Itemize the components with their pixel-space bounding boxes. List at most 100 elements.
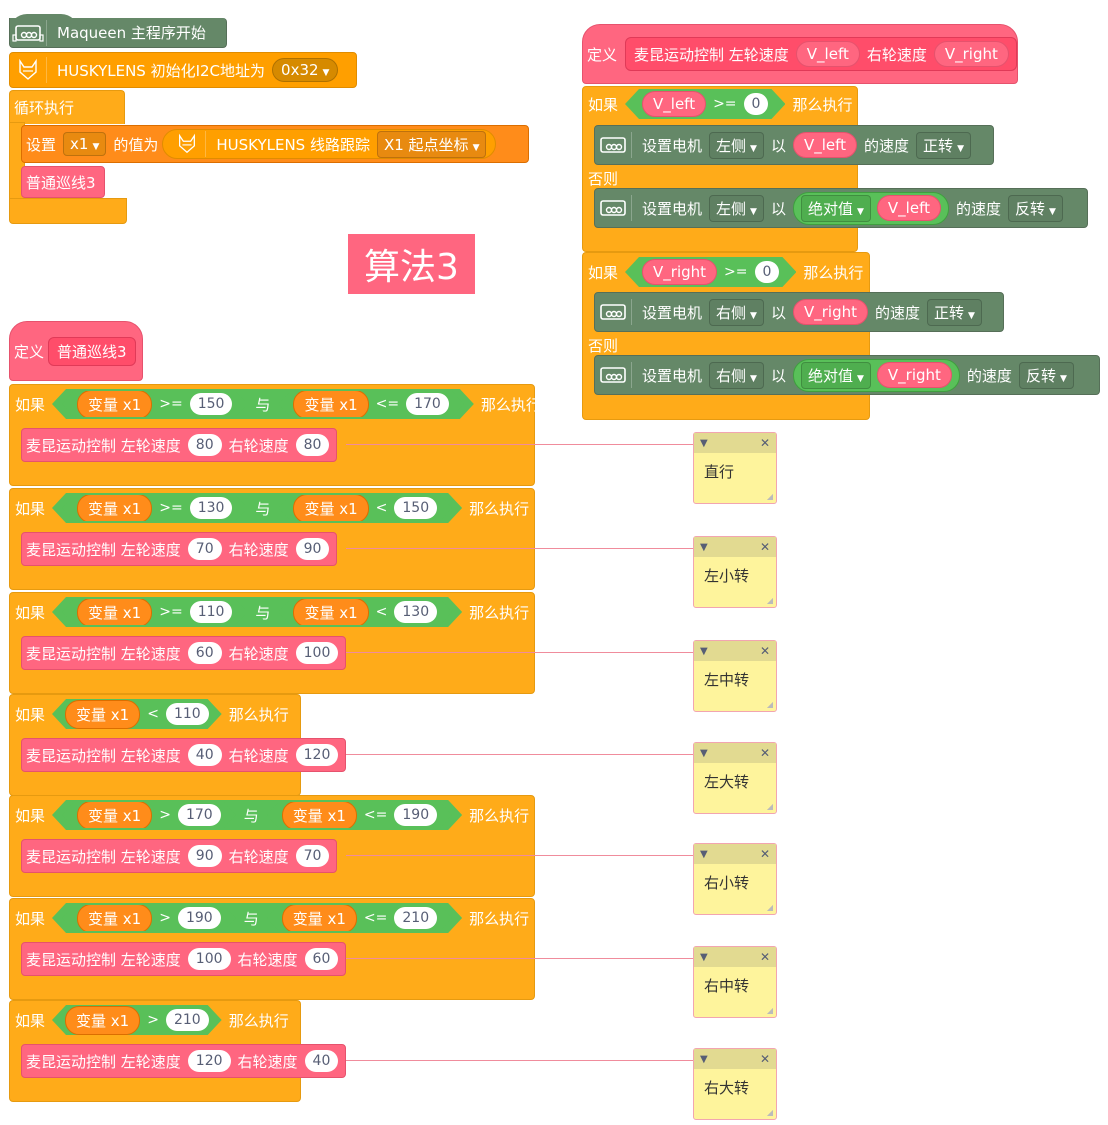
direction-dropdown[interactable]: 正转▼ (927, 298, 982, 326)
threshold-1[interactable]: 150 (190, 393, 233, 415)
set-variable-block[interactable]: 设置 x1▼ 的值为 HUSKYLENS 线路跟踪 X1 起点坐标▼ (21, 125, 529, 163)
variable-x1-reporter[interactable]: 变量 x1 (77, 390, 152, 419)
husky-init-block[interactable]: HUSKYLENS 初始化I2C地址为 0x32▼ (9, 52, 357, 88)
collapse-icon[interactable]: ▼ (700, 951, 708, 963)
comparison-2[interactable]: 变量 x1 < 130 (278, 599, 452, 625)
variable-x1-reporter[interactable]: 变量 x1 (77, 801, 152, 830)
threshold-2[interactable]: 190 (394, 804, 437, 826)
abs-dropdown[interactable]: 绝对值▼ (800, 361, 871, 389)
direction-dropdown[interactable]: 反转▼ (1007, 194, 1063, 222)
threshold-1[interactable]: 110 (190, 601, 233, 623)
close-icon[interactable]: ✕ (759, 436, 770, 450)
comment-text[interactable]: 右大转 (704, 1079, 750, 1097)
comparison-1[interactable]: 变量 x1 >= 150 (62, 391, 247, 417)
comparison-1[interactable]: 变量 x1 >= 110 (62, 599, 247, 625)
direction-dropdown[interactable]: 反转▼ (1018, 361, 1074, 389)
left-speed-input[interactable]: 80 (187, 434, 222, 456)
collapse-icon[interactable]: ▼ (700, 747, 708, 759)
variable-x1-reporter[interactable]: 变量 x1 (77, 598, 152, 627)
comment-note[interactable]: ▼ ✕ 右大转 ◢ (693, 1048, 777, 1120)
condition[interactable]: 变量 x1 >= 110 与 变量 x1 < 130 (52, 597, 462, 627)
right-speed-input[interactable]: 70 (295, 845, 330, 867)
comparison-1[interactable]: 变量 x1 > 190 (62, 905, 236, 931)
comparison-2[interactable]: 变量 x1 <= 190 (267, 802, 452, 828)
comment-text[interactable]: 左中转 (704, 671, 750, 689)
mecanum-call-block[interactable]: 麦昆运动控制 左轮速度 90 右轮速度 70 (21, 839, 338, 873)
collapse-icon[interactable]: ▼ (700, 645, 708, 657)
v-left-reporter[interactable]: V_left (642, 91, 706, 117)
threshold-1[interactable]: 190 (178, 907, 221, 929)
abs-dropdown[interactable]: 绝对值▼ (800, 194, 871, 222)
speed-reporter[interactable]: V_right (876, 362, 952, 388)
side-dropdown[interactable]: 右侧▼ (709, 361, 764, 389)
speed-reporter[interactable]: V_right (792, 299, 868, 325)
mecanum-call-block[interactable]: 麦昆运动控制 左轮速度 100 右轮速度 60 (21, 942, 347, 976)
comment-note[interactable]: ▼ ✕ 直行 ◢ (693, 432, 777, 504)
close-icon[interactable]: ✕ (759, 1052, 770, 1066)
v-right-reporter[interactable]: V_right (642, 259, 717, 285)
comment-text[interactable]: 右中转 (704, 977, 750, 995)
comment-text[interactable]: 直行 (704, 463, 735, 481)
variable-x1-reporter[interactable]: 变量 x1 (65, 1006, 140, 1035)
left-speed-input[interactable]: 60 (187, 642, 222, 664)
define-line-proc-block[interactable]: 定义 普通巡线3 (9, 321, 143, 381)
condition[interactable]: 变量 x1 > 170 与 变量 x1 <= 190 (52, 800, 462, 830)
threshold-1[interactable]: 170 (178, 804, 221, 826)
variable-x1-reporter[interactable]: 变量 x1 (293, 494, 368, 523)
set-motor-left-reverse[interactable]: 设置电机 左侧▼ 以 绝对值▼ V_left 的速度 反转▼ (594, 188, 1088, 228)
comment-text[interactable]: 右小转 (704, 874, 750, 892)
comparison-2[interactable]: 变量 x1 < 150 (278, 495, 452, 521)
define-mecanum-block[interactable]: 定义 麦昆运动控制 左轮速度 V_left 右轮速度 V_right (582, 24, 1018, 84)
resize-handle-icon[interactable]: ◢ (766, 1108, 773, 1117)
right-speed-input[interactable]: 60 (304, 948, 339, 970)
forever-loop-block[interactable]: 循环执行 (9, 90, 125, 124)
variable-x1-reporter[interactable]: 变量 x1 (77, 494, 152, 523)
maqueen-start-hat[interactable]: Maqueen 主程序开始 (9, 18, 227, 48)
variable-x1-reporter[interactable]: 变量 x1 (282, 801, 357, 830)
huskylens-line-reporter[interactable]: HUSKYLENS 线路跟踪 X1 起点坐标▼ (162, 129, 497, 159)
coord-dropdown[interactable]: X1 起点坐标▼ (376, 130, 487, 158)
close-icon[interactable]: ✕ (759, 746, 770, 760)
i2c-address-dropdown[interactable]: 0x32▼ (272, 58, 339, 82)
right-speed-input[interactable]: 80 (295, 434, 330, 456)
variable-x1-reporter[interactable]: 变量 x1 (65, 700, 140, 729)
set-motor-right-reverse[interactable]: 设置电机 右侧▼ 以 绝对值▼ V_right 的速度 反转▼ (594, 355, 1100, 395)
comment-note[interactable]: ▼ ✕ 右小转 ◢ (693, 843, 777, 915)
condition-v-left-ge-0[interactable]: V_left >= 0 (625, 89, 785, 119)
mecanum-call-block[interactable]: 麦昆运动控制 左轮速度 60 右轮速度 100 (21, 636, 347, 670)
threshold-1[interactable]: 110 (166, 703, 209, 725)
resize-handle-icon[interactable]: ◢ (766, 596, 773, 605)
threshold-2[interactable]: 210 (394, 907, 437, 929)
mecanum-call-block[interactable]: 麦昆运动控制 左轮速度 120 右轮速度 40 (21, 1044, 347, 1078)
left-speed-input[interactable]: 70 (187, 538, 222, 560)
threshold-1[interactable]: 130 (190, 497, 233, 519)
close-icon[interactable]: ✕ (759, 644, 770, 658)
value-input[interactable]: 0 (744, 93, 769, 115)
threshold-2[interactable]: 170 (406, 393, 449, 415)
speed-reporter[interactable]: V_left (792, 132, 858, 158)
side-dropdown[interactable]: 左侧▼ (709, 194, 764, 222)
resize-handle-icon[interactable]: ◢ (766, 903, 773, 912)
param-v-right[interactable]: V_right (933, 41, 1009, 67)
right-speed-input[interactable]: 120 (295, 744, 339, 766)
direction-dropdown[interactable]: 正转▼ (916, 131, 971, 159)
close-icon[interactable]: ✕ (759, 950, 770, 964)
left-speed-input[interactable]: 120 (187, 1050, 231, 1072)
mecanum-call-block[interactable]: 麦昆运动控制 左轮速度 40 右轮速度 120 (21, 738, 347, 772)
comment-note[interactable]: ▼ ✕ 左中转 ◢ (693, 640, 777, 712)
variable-x1-reporter[interactable]: 变量 x1 (282, 904, 357, 933)
condition[interactable]: 变量 x1 >= 150 与 变量 x1 <= 170 (52, 389, 474, 419)
comparison-1[interactable]: 变量 x1 >= 130 (62, 495, 247, 521)
close-icon[interactable]: ✕ (759, 540, 770, 554)
resize-handle-icon[interactable]: ◢ (766, 802, 773, 811)
threshold-2[interactable]: 150 (394, 497, 437, 519)
comment-note[interactable]: ▼ ✕ 左大转 ◢ (693, 742, 777, 814)
condition-v-right-ge-0[interactable]: V_right >= 0 (625, 257, 796, 287)
side-dropdown[interactable]: 右侧▼ (709, 298, 764, 326)
close-icon[interactable]: ✕ (759, 847, 770, 861)
left-speed-input[interactable]: 40 (187, 744, 222, 766)
mecanum-call-block[interactable]: 麦昆运动控制 左轮速度 70 右轮速度 90 (21, 532, 338, 566)
threshold-2[interactable]: 130 (394, 601, 437, 623)
comparison-2[interactable]: 变量 x1 <= 170 (278, 391, 463, 417)
condition[interactable]: 变量 x1 > 190 与 变量 x1 <= 210 (52, 903, 462, 933)
